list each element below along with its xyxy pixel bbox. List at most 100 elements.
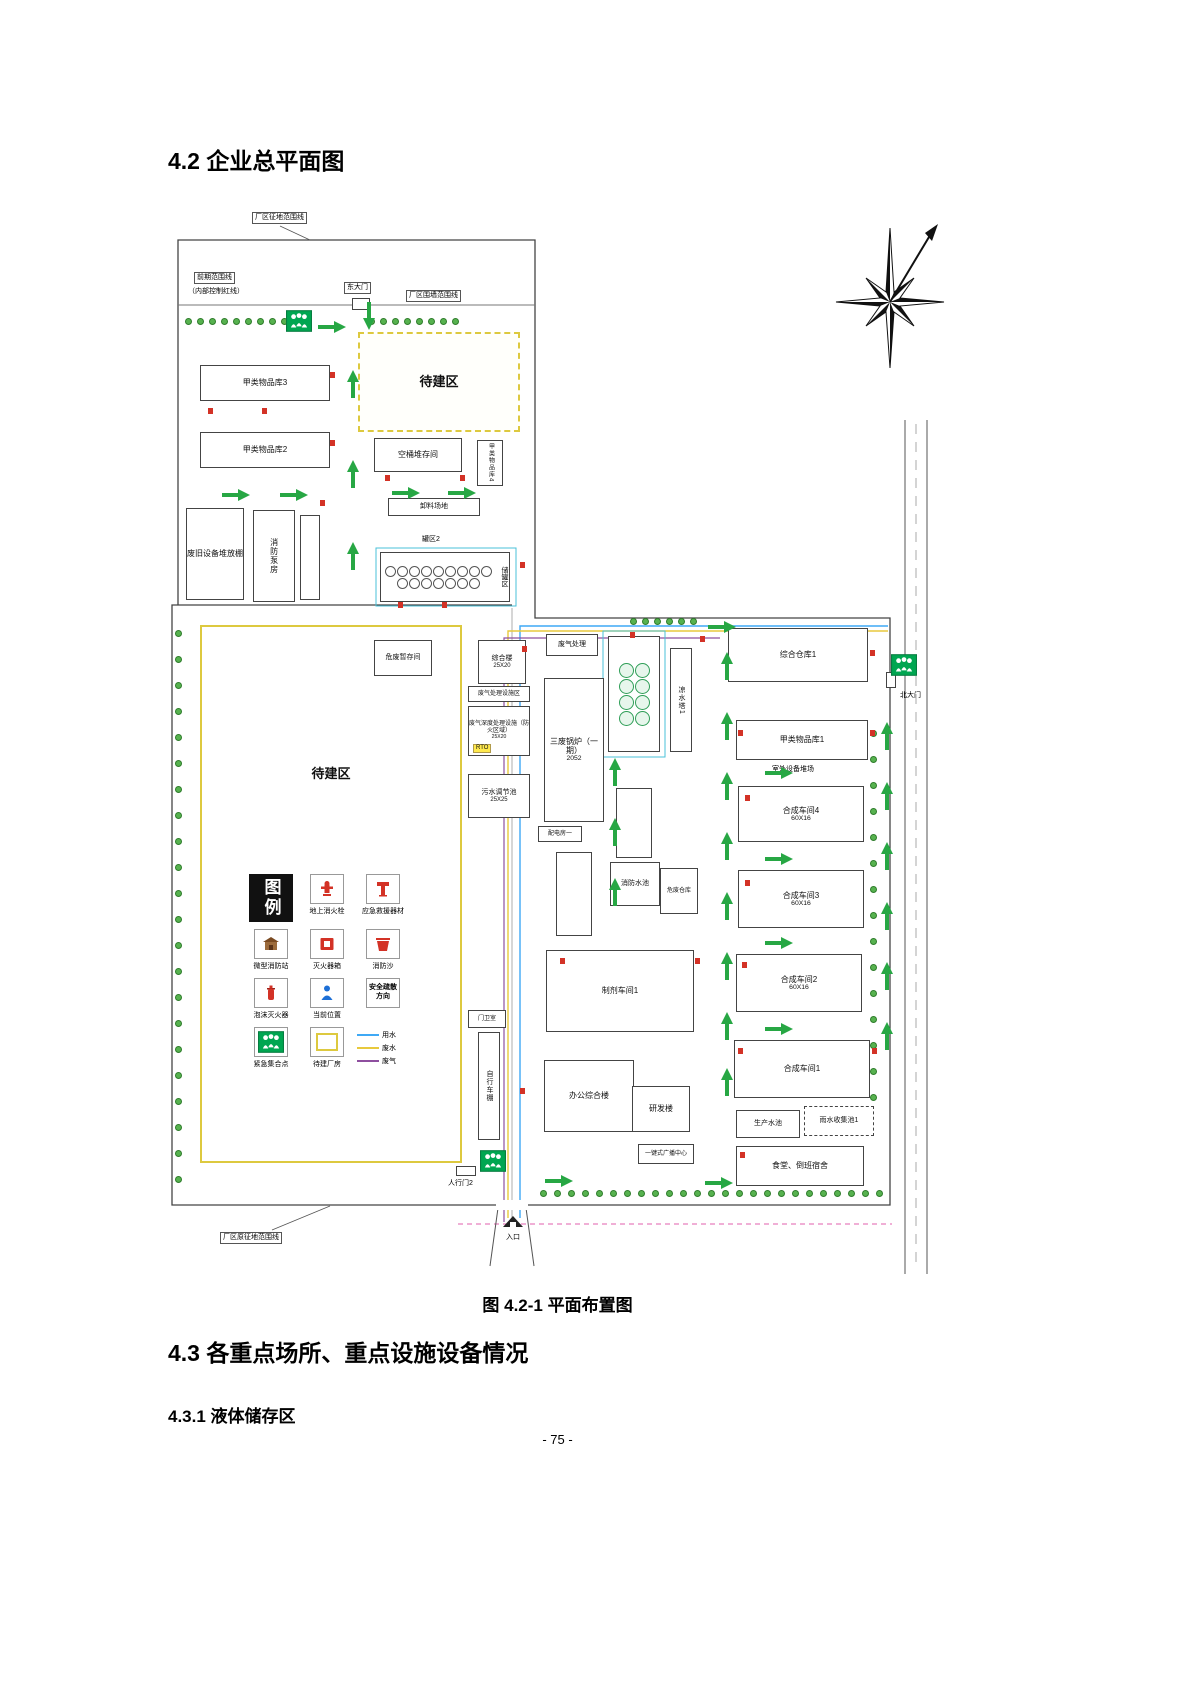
building: 雨水收集池1 — [804, 1106, 874, 1136]
tree-icon — [834, 1190, 841, 1197]
evacuation-arrow-icon — [880, 962, 893, 990]
tree-icon — [582, 1190, 589, 1197]
tree-icon — [870, 860, 877, 867]
legend-item-label: 地上消火栓 — [309, 908, 345, 915]
tree-icon — [175, 1020, 182, 1027]
tree-icon — [666, 1190, 673, 1197]
building-label: 卸料场地 — [420, 502, 448, 510]
building: 生产水池 — [736, 1110, 800, 1138]
building-label: 自行车棚 — [486, 1070, 494, 1102]
tree-icon — [428, 318, 435, 325]
fire-hydrant-marker-icon — [385, 475, 390, 481]
building: 废气处理设施区 — [468, 686, 530, 702]
evacuation-arrow-icon — [720, 772, 733, 800]
tree-icon — [175, 994, 182, 1001]
road-gap — [496, 1200, 528, 1210]
tree-icon — [736, 1190, 743, 1197]
building: 甲类物品库4 — [477, 440, 503, 486]
building: 甲类物品库3 — [200, 365, 330, 401]
tree-icon — [197, 318, 204, 325]
evacuation-arrow-icon — [720, 1068, 733, 1096]
tree-icon — [269, 318, 276, 325]
fire-hydrant-marker-icon — [870, 650, 875, 656]
legend-item: 应急救援器材 — [355, 874, 411, 916]
tree-icon — [404, 318, 411, 325]
tree-icon — [175, 890, 182, 897]
section-heading-431: 4.3.1 液体储存区 — [168, 1407, 296, 1426]
tree-icon — [175, 656, 182, 663]
tree-icon — [862, 1190, 869, 1197]
tree-icon — [630, 618, 637, 625]
building-label: 综合仓库1 — [779, 650, 817, 660]
tree-icon — [175, 630, 182, 637]
legend-item-label: 微型消防站 — [253, 963, 289, 970]
tree-icon — [175, 760, 182, 767]
evacuation-arrow-icon — [708, 620, 736, 633]
legend-item: 泡沫灭火器 — [243, 978, 299, 1020]
foam-extinguisher-icon — [254, 978, 288, 1008]
fire-hydrant-marker-icon — [745, 880, 750, 886]
utility-line-swatch — [357, 1047, 379, 1049]
rto-badge: RTO — [473, 743, 492, 753]
building-label: 合成车间2 — [780, 974, 818, 984]
map-label: 东大门 — [344, 282, 371, 294]
tree-icon — [870, 886, 877, 893]
building-structure — [300, 515, 320, 600]
building-label: 消防泵房 — [269, 538, 279, 574]
building: 合成车间1 — [734, 1040, 870, 1098]
tree-icon — [870, 1094, 877, 1101]
evacuation-arrow-icon — [720, 652, 733, 680]
tree-icon — [554, 1190, 561, 1197]
building-label: 制剂车间1 — [601, 986, 639, 996]
utility-line-swatch — [357, 1034, 379, 1036]
building: 甲类物品库2 — [200, 432, 330, 468]
building-label: 储罐区 — [501, 566, 508, 588]
building: 消防水池 — [610, 862, 660, 906]
legend: 图例地上消火栓应急救援器材微型消防站灭火器箱消防沙泡沫灭火器当前位置安全疏散方向… — [243, 874, 419, 1076]
tree-icon — [221, 318, 228, 325]
building-label: 废气处理设施区 — [477, 690, 520, 697]
building-label: 甲类物品库3 — [242, 378, 288, 388]
tree-icon — [870, 782, 877, 789]
tree-icon — [175, 708, 182, 715]
building-label: 生产水池 — [754, 1119, 782, 1127]
building: 综合仓库1 — [728, 628, 868, 682]
tree-icon — [870, 1016, 877, 1023]
tree-icon — [175, 1046, 182, 1053]
building-label: 雨水收集池1 — [819, 1116, 859, 1124]
map-label: 厂区征地范围线 — [252, 212, 307, 224]
evacuation-arrow-icon — [346, 542, 359, 570]
building-structure — [556, 852, 592, 936]
tree-icon — [233, 318, 240, 325]
legend-item-label: 待建厂房 — [313, 1061, 341, 1068]
tree-icon — [185, 318, 192, 325]
building: 消防泵房 — [253, 510, 295, 602]
fire-hydrant-marker-icon — [262, 408, 267, 414]
compass-rose-icon — [835, 224, 945, 369]
building: 门卫室 — [468, 1010, 506, 1028]
tree-icon — [416, 318, 423, 325]
building-label: 危废暂存间 — [385, 653, 421, 661]
tree-icon — [175, 734, 182, 741]
tree-icon — [870, 912, 877, 919]
evacuation-arrow-icon — [880, 902, 893, 930]
building-label: 研发楼 — [649, 1104, 673, 1114]
tree-icon — [392, 318, 399, 325]
tree-icon — [870, 990, 877, 997]
evacuation-arrow-icon — [720, 832, 733, 860]
tree-icon — [175, 1176, 182, 1183]
tree-icon — [540, 1190, 547, 1197]
tree-icon — [175, 1072, 182, 1079]
tree-icon — [380, 318, 387, 325]
building-label: 废气处理 — [558, 640, 586, 648]
building-label: 污水调节池 — [481, 788, 517, 796]
tree-icon — [624, 1190, 631, 1197]
legend-item-label: 消防沙 — [372, 963, 394, 970]
building-label: 一键式广播中心 — [644, 1150, 687, 1157]
fire-hydrant-marker-icon — [560, 958, 565, 964]
fire-hydrant-marker-icon — [630, 632, 635, 638]
